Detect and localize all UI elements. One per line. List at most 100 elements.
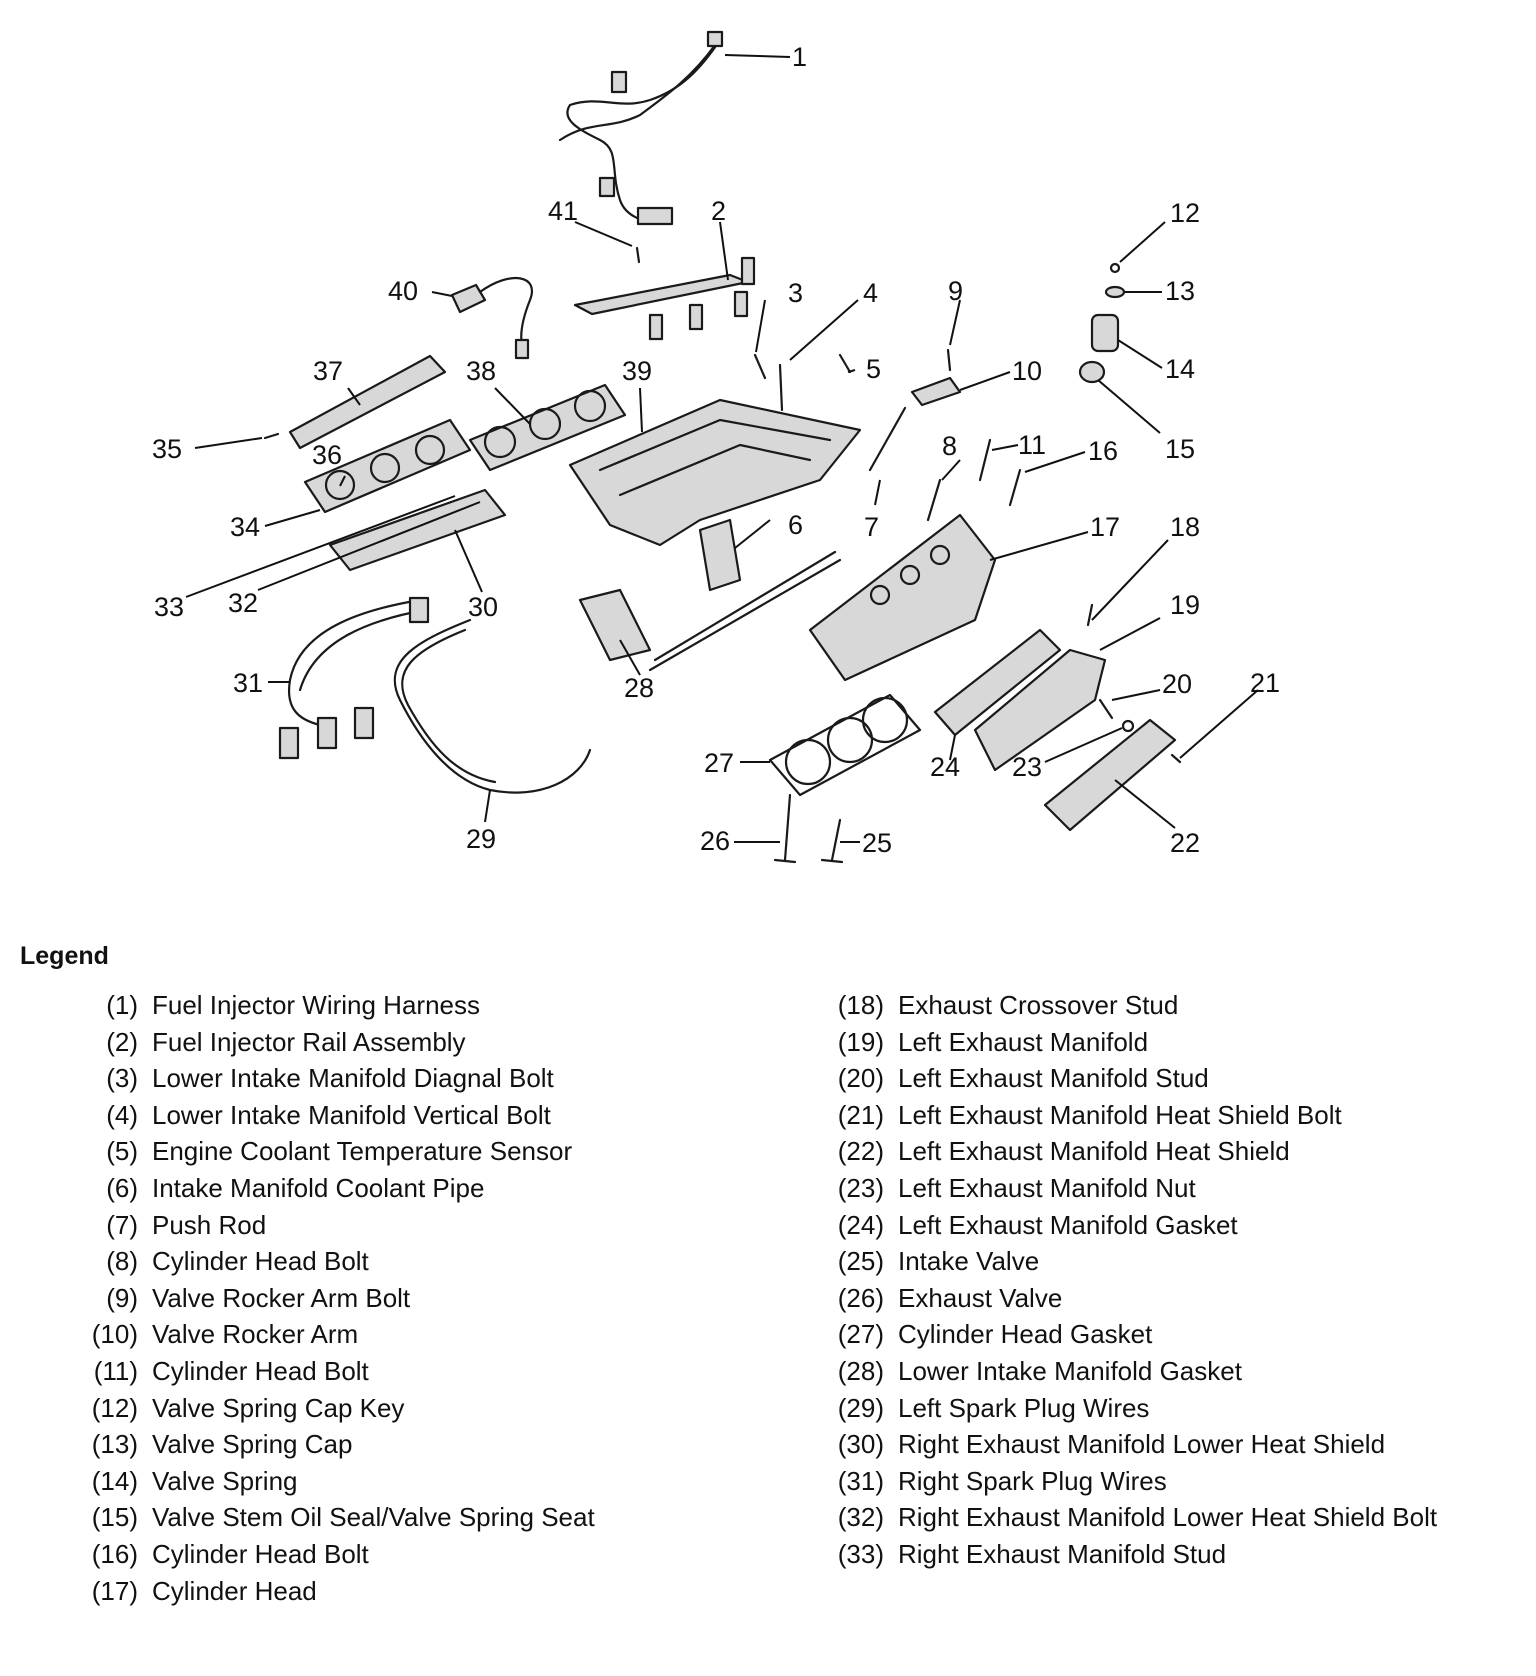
legend-item: (22)Left Exhaust Manifold Heat Shield	[810, 1136, 1510, 1167]
callout-26: 26	[700, 826, 730, 856]
legend-item-number: (29)	[837, 1392, 884, 1423]
part-coolant-pipe-6	[698, 518, 742, 592]
part-nut-23	[1121, 719, 1135, 733]
legend-item-label: Right Exhaust Manifold Lower Heat Shield	[898, 1429, 1386, 1460]
part-bolt-35	[263, 432, 280, 440]
legend-item: (9)Valve Rocker Arm Bolt	[64, 1283, 784, 1314]
part-gasket-28	[578, 588, 652, 662]
legend-item-number: (11)	[93, 1355, 138, 1386]
part-lower-intake-manifold-39	[568, 398, 862, 547]
callout-8: 8	[942, 431, 957, 461]
legend-item-label: Valve Rocker Arm Bolt	[152, 1282, 411, 1313]
legend-item-number: (32)	[837, 1502, 884, 1533]
part-stud-18	[1086, 603, 1094, 627]
legend-item-label: Left Exhaust Manifold	[898, 1026, 1149, 1057]
part-bolt-9	[946, 348, 952, 372]
part-spark-plug-wires-29	[393, 618, 592, 794]
part-head-gasket-27	[768, 693, 922, 797]
part-exhaust-gasket-24	[933, 628, 1062, 737]
legend-item: (21)Left Exhaust Manifold Heat Shield Bo…	[810, 1100, 1510, 1131]
legend-item-number: (15)	[91, 1502, 138, 1533]
callout-21: 21	[1250, 668, 1280, 698]
legend-item: (12)Valve Spring Cap Key	[64, 1393, 784, 1424]
legend-item-number: (30)	[837, 1429, 884, 1460]
legend-item-label: Right Exhaust Manifold Lower Heat Shield…	[898, 1502, 1438, 1533]
legend-item-label: Cylinder Head Bolt	[152, 1538, 369, 1569]
legend-item-label: Left Exhaust Manifold Nut	[898, 1172, 1196, 1203]
legend-item: (16)Cylinder Head Bolt	[64, 1539, 784, 1570]
callout-37: 37	[313, 356, 343, 386]
legend-item: (32) Right Exhaust Manifold Lower Heat Sh…	[810, 1502, 1510, 1533]
callout-30: 30	[468, 592, 498, 622]
legend-item: (6)Intake Manifold Coolant Pipe	[64, 1173, 784, 1204]
callout-41: 41	[548, 196, 578, 226]
part-push-rod-7	[868, 406, 907, 472]
legend-item: (11)Cylinder Head Bolt	[64, 1356, 784, 1387]
legend-item-label: Fuel Injector Wiring Harness	[152, 990, 480, 1020]
legend-item: (29) Left Spark Plug Wires	[810, 1393, 1510, 1424]
legend-item-number: (17)	[91, 1575, 138, 1606]
callout-22: 22	[1170, 828, 1200, 858]
legend-item-label: Valve Spring Cap	[152, 1429, 353, 1460]
legend-item: (25)Intake Valve	[810, 1246, 1510, 1277]
callout-3: 3	[788, 278, 803, 308]
callout-35: 35	[152, 434, 182, 464]
part-bolt-41	[635, 246, 641, 264]
callout-32: 32	[228, 588, 258, 618]
legend-item-number: (4)	[106, 1099, 138, 1130]
legend-item: (15)Valve Stem Oil Seal/Valve Spring Sea…	[64, 1502, 784, 1533]
part-rocker-arm-10	[910, 376, 962, 407]
legend-item-number: (24)	[837, 1209, 884, 1240]
callout-36: 36	[312, 440, 342, 470]
part-cap-13	[1104, 285, 1126, 299]
callout-20: 20	[1162, 669, 1192, 699]
legend-item-number: (27)	[837, 1319, 884, 1350]
legend-item-label: Push Rod	[152, 1209, 267, 1240]
legend-item-label: Left Exhaust Manifold Gasket	[898, 1209, 1238, 1240]
part-fuel-injector-wiring-harness	[558, 30, 724, 226]
legend-item: (30) Right Exhaust Manifold Lower Heat Sh…	[810, 1429, 1510, 1460]
legend-item: (5)Engine Coolant Temperature Sensor	[64, 1136, 784, 1167]
part-cylinder-head-17	[808, 513, 997, 682]
callout-18: 18	[1170, 512, 1200, 542]
part-exhaust-valve-26	[773, 793, 797, 864]
legend-item-label: Left Exhaust Manifold Stud	[898, 1063, 1209, 1094]
legend-item-number: (18)	[837, 990, 884, 1020]
legend-item-number: (14)	[91, 1465, 138, 1496]
legend-item-label: Right Exhaust Manifold Stud	[898, 1538, 1227, 1569]
legend-item: (19)Left Exhaust Manifold	[810, 1027, 1510, 1058]
legend-item-label: Lower Intake Manifold Gasket	[898, 1355, 1242, 1386]
legend-title: Legend	[20, 942, 109, 970]
legend-item-label: Cylinder Head Gasket	[898, 1319, 1153, 1350]
callout-31: 31	[233, 668, 263, 698]
legend-item-number: (20)	[837, 1063, 884, 1094]
legend-item-number: (13)	[91, 1429, 138, 1460]
part-gasket-37	[288, 354, 447, 450]
callout-24: 24	[930, 752, 960, 782]
legend-item-number: (21)	[837, 1099, 884, 1130]
callout-14: 14	[1165, 354, 1195, 384]
legend-item-label: Valve Rocker Arm	[152, 1319, 359, 1350]
legend-item-label: Exhaust Crossover Stud	[898, 990, 1179, 1020]
callout-33: 33	[154, 592, 184, 622]
legend-item-number: (6)	[106, 1172, 138, 1203]
callout-39: 39	[622, 356, 652, 386]
legend-item-label: Left Spark Plug Wires	[898, 1392, 1150, 1423]
legend-item-label: Fuel Injector Rail Assembly	[152, 1026, 466, 1057]
legend-item-number: (26)	[837, 1282, 884, 1313]
legend-item: (2)Fuel Injector Rail Assembly	[64, 1027, 784, 1058]
legend-item: (7)Push Rod	[64, 1210, 784, 1241]
legend-item-label: Cylinder Head Bolt	[152, 1246, 369, 1277]
part-stud-20	[1098, 698, 1114, 720]
legend-item-number: (28)	[837, 1355, 884, 1386]
legend-item-number: (12)	[91, 1392, 138, 1423]
legend-right-column: (18) Exhaust Crossover Stud (19)Left Exhau…	[810, 990, 1510, 1576]
callout-38: 38	[466, 356, 496, 386]
legend-item-number: (31)	[837, 1465, 884, 1496]
legend-left-column: (1)Fuel Injector Wiring Harness(2)Fuel I…	[64, 990, 784, 1612]
part-spark-plug-wires-31	[287, 598, 422, 727]
legend-item-label: Left Exhaust Manifold Heat Shield	[898, 1136, 1290, 1167]
callout-10: 10	[1012, 356, 1042, 386]
part-sensor-5	[838, 353, 852, 374]
legend-item: (13) Valve Spring Cap	[64, 1429, 784, 1460]
